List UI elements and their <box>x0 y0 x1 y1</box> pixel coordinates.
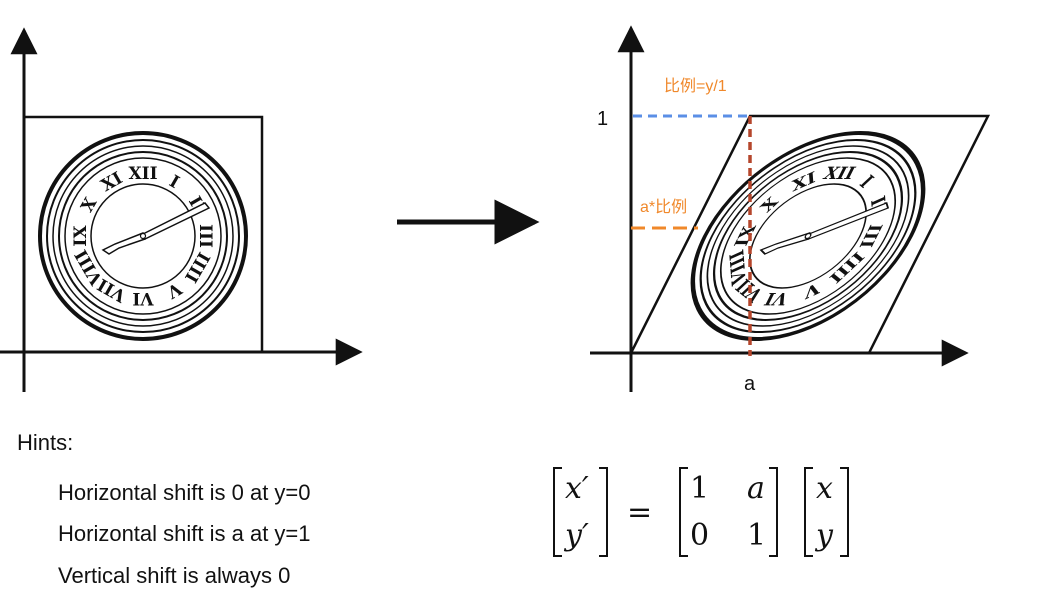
hint-item-3: Vertical shift is always 0 <box>58 563 291 588</box>
clock-center-pin <box>804 232 812 240</box>
clock-hour-hand <box>101 232 146 255</box>
clock-numeral: VI <box>132 288 154 308</box>
matrix-cell-11: 1 <box>690 471 709 506</box>
ratio-annotation: 比例=y/1 <box>664 77 727 95</box>
clock-chapter-ring-outer <box>719 157 897 315</box>
hints-title: Hints: <box>17 430 74 455</box>
clock-rim-ring <box>58 151 228 321</box>
matrix-cell-21: 0 <box>690 518 709 553</box>
lhs-bracket-left <box>553 467 562 557</box>
rhs-bracket-right <box>840 467 849 557</box>
lhs-y-prime: y′ <box>563 518 589 553</box>
tick-label-1: 1 <box>597 108 608 130</box>
hint-item-1: Horizontal shift is 0 at y=0 <box>58 480 311 505</box>
clock-rim-ring <box>712 151 904 321</box>
left-unit-square <box>22 115 264 354</box>
clock-numeral: IX <box>71 225 91 247</box>
rhs-y: y <box>814 518 834 553</box>
hint-item-2: Horizontal shift is a at y=1 <box>58 521 311 546</box>
clock-rim-ring <box>46 139 240 333</box>
clock-center-pin <box>139 232 147 240</box>
clock-chapter-ring-outer <box>64 157 222 315</box>
clock-rim-ring <box>706 145 910 327</box>
matrix-bracket-left <box>679 467 688 557</box>
rhs-x: x <box>816 471 833 506</box>
clock-numeral: XII <box>128 164 157 184</box>
tick-label-a: a <box>744 373 756 395</box>
lhs-x-prime: x′ <box>565 471 589 506</box>
offset-annotation: a*比例 <box>640 198 687 216</box>
clock-rim-ring <box>699 139 917 333</box>
clock-numeral: XII <box>820 164 859 184</box>
sheared-parallelogram <box>628 114 991 355</box>
matrix-bracket-right <box>769 467 778 557</box>
matrix-equation: x′ y′ = 1 a 0 1 x y <box>553 467 849 557</box>
clock-numeral: VI <box>761 288 793 308</box>
clock-hour-hand <box>759 232 811 255</box>
clock-rim-ring <box>52 145 234 327</box>
clock-numeral: V <box>803 278 821 303</box>
equals-sign: = <box>627 495 652 530</box>
clock-numeral: III <box>195 224 215 248</box>
matrix-cell-22: 1 <box>747 518 766 553</box>
rhs-bracket-left <box>804 467 813 557</box>
lhs-bracket-right <box>599 467 608 557</box>
matrix-cell-12: a <box>747 471 765 506</box>
